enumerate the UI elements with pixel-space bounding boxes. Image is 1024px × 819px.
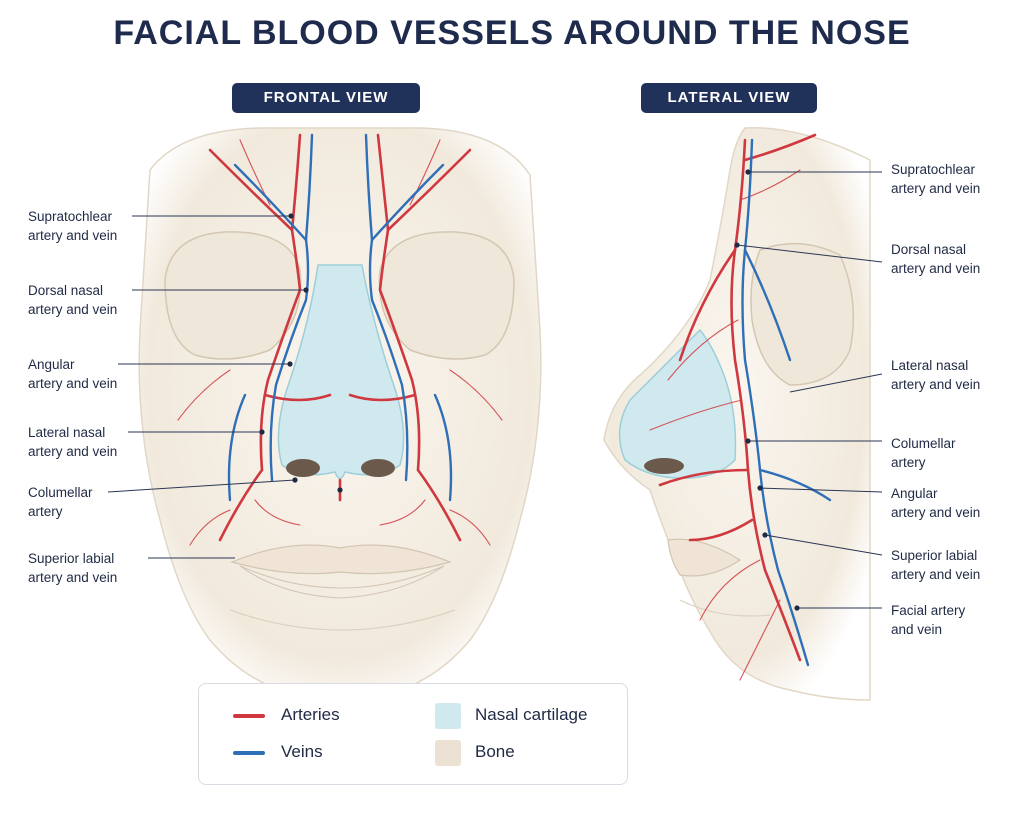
artery-swatch	[233, 714, 265, 718]
legend-veins: Veins	[281, 742, 323, 761]
label-lateral-columellar: Columellar artery	[891, 436, 956, 470]
label-lateral-angular: Angular artery and vein	[891, 486, 981, 520]
label-lateral-lateral-nasal: Lateral nasal artery and vein	[891, 358, 981, 392]
frontal-left-orbit	[164, 231, 302, 360]
label-frontal-dorsal-nasal: Dorsal nasal artery and vein	[28, 283, 118, 317]
frontal-leader-lines	[107, 215, 306, 559]
lateral-orbit	[750, 242, 855, 386]
label-frontal-superior-labial: Superior labial artery and vein	[28, 551, 118, 585]
lateral-nostril	[644, 458, 684, 474]
frontal-nasal-cartilage	[277, 264, 405, 480]
page-title: FACIAL BLOOD VESSELS AROUND THE NOSE	[113, 14, 911, 52]
lateral-skull	[603, 127, 883, 701]
lateral-nasal-cartilage	[618, 328, 737, 479]
lateral-leader-dots	[734, 169, 800, 611]
label-frontal-lateral-nasal: Lateral nasal artery and vein	[28, 425, 118, 459]
lateral-view-heading: LATERAL VIEW	[641, 83, 817, 113]
label-frontal-columellar: Columellar artery	[28, 485, 93, 519]
frontal-lower-lip	[239, 565, 445, 599]
legend-arteries: Arteries	[281, 705, 340, 724]
lateral-lips	[667, 538, 742, 577]
frontal-right-orbit	[378, 231, 515, 360]
lateral-leader-lines	[736, 171, 883, 609]
legend-bone: Bone	[475, 742, 515, 761]
label-frontal-supratrochlear: Supratochlear artery and vein	[28, 209, 118, 243]
frontal-skull	[107, 127, 542, 701]
vein-swatch	[233, 751, 265, 755]
frontal-leader-dots	[259, 213, 343, 493]
frontal-veins	[227, 133, 453, 502]
legend: Arteries Veins Nasal cartilage Bone	[198, 683, 628, 785]
label-lateral-facial: Facial artery and vein	[891, 603, 966, 637]
frontal-right-nostril	[361, 459, 395, 477]
frontal-view-heading: FRONTAL VIEW	[232, 83, 420, 113]
label-lateral-supratrochlear: Supratochlear artery and vein	[891, 162, 981, 196]
lateral-veins	[741, 138, 832, 667]
cartilage-swatch	[435, 703, 461, 729]
label-lateral-superior-labial: Superior labial artery and vein	[891, 548, 981, 582]
legend-cartilage: Nasal cartilage	[475, 705, 588, 724]
frontal-upper-lip	[230, 544, 452, 575]
frontal-left-nostril	[286, 459, 320, 477]
bone-swatch	[435, 740, 461, 766]
label-frontal-angular: Angular artery and vein	[28, 357, 118, 391]
label-lateral-dorsal-nasal: Dorsal nasal artery and vein	[891, 242, 981, 276]
